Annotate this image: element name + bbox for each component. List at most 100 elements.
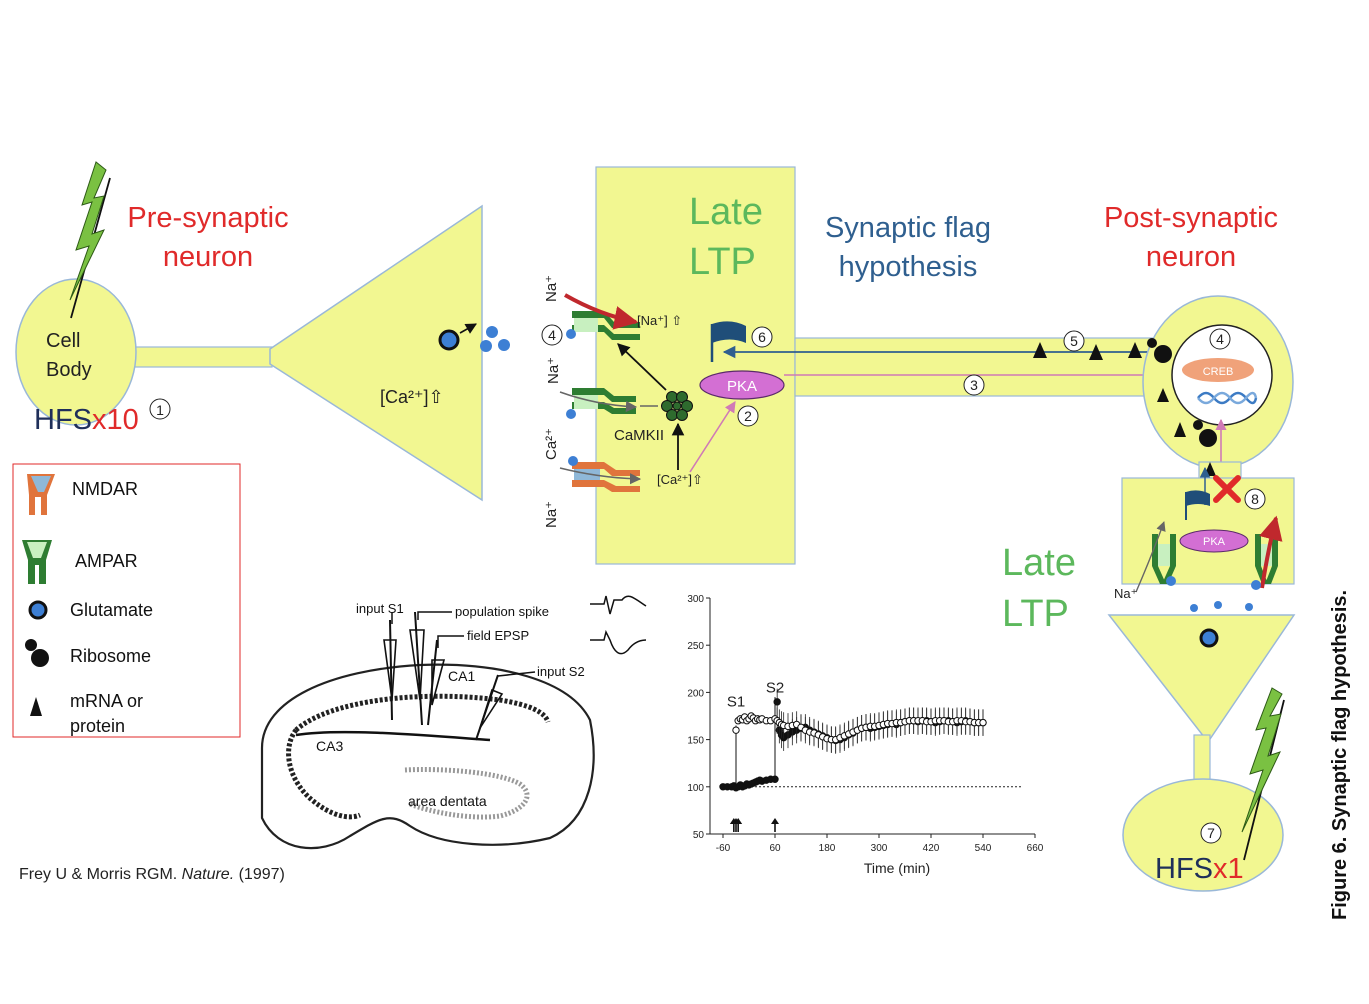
step2-number: 2 [744, 408, 752, 424]
step8-circle [1244, 488, 1266, 510]
ribosome-icon [1193, 420, 1217, 447]
presynaptic-neuron: Pre-synaptic neuron Cell Body HFSx10 1 [… [15, 161, 510, 502]
step1-number: 1 [156, 402, 164, 418]
mrna-triangle-icon [1174, 422, 1186, 437]
late-ltp-line1: Late [689, 191, 763, 233]
mrna-triangle-icon [1033, 342, 1047, 358]
legend-mrna-label: mRNA or [70, 691, 143, 711]
dentate-layer [404, 767, 530, 820]
legend-box [12, 463, 241, 738]
released-glutamate-dot [480, 340, 492, 352]
ribosome-icon [25, 639, 49, 667]
area-dentata-label: area dentata [408, 793, 487, 809]
chart-stimulus-arrowhead [734, 818, 743, 824]
chart-point-open [979, 718, 987, 727]
chart-x-axis-label: Time (min) [864, 860, 930, 876]
mrna-triangle-icon [1128, 342, 1142, 358]
cell-body-line1: Cell [46, 330, 80, 352]
na-ion-mid: Na⁺ [545, 357, 562, 384]
chart-x-tick-label: -60 [716, 843, 731, 854]
hippocampus-slice-illustration: input S1 population spike field EPSP CA1… [260, 595, 647, 850]
chart-x-tick-label: 300 [871, 843, 888, 854]
ca3-label: CA3 [316, 738, 343, 754]
glutamate-dot [566, 409, 576, 419]
legend: NMDAR AMPAR Glutamate Ribosome mRNA or p… [12, 463, 241, 738]
legend-nmdar-label: NMDAR [72, 479, 138, 499]
postsynaptic-neuron: Post-synaptic neuron 4 CREB [1002, 202, 1296, 892]
glutamate-icon [28, 600, 48, 620]
blocked-x-icon [1213, 475, 1241, 503]
step4-post-circle [1209, 328, 1231, 350]
camkii-label: CaMKII [614, 427, 664, 444]
chart-y-tick-label: 100 [687, 783, 704, 794]
chart-point-filled [771, 775, 779, 783]
step5-number: 5 [1070, 333, 1078, 349]
input-s2-label: input S2 [537, 664, 585, 679]
calcium-concentration: [Ca²⁺]⇧ [657, 472, 703, 487]
lightning-bolt-icon [69, 161, 111, 319]
chart-y-tick-label: 200 [687, 688, 704, 699]
post-title-line2: neuron [1146, 241, 1236, 273]
post-title-line1: Post-synaptic [1104, 202, 1278, 234]
chart-annotation: S2 [766, 679, 784, 696]
pre-title-line2: neuron [163, 241, 253, 273]
axon-shaft [131, 346, 273, 368]
calcium-entry-arrow [559, 467, 642, 485]
glutamate-dot [1251, 580, 1261, 590]
input-s1-label: input S1 [356, 601, 404, 616]
step1-circle [149, 398, 171, 420]
ribosome-icon [1147, 338, 1172, 363]
pka-label: PKA [727, 378, 757, 395]
step5-circle [1063, 330, 1085, 352]
chart-y-tick-label: 50 [693, 830, 705, 841]
release-arrow [459, 323, 477, 334]
step3-circle [963, 374, 985, 396]
cell-body-line2: Body [46, 359, 92, 381]
legend-ribosome-label: Ribosome [70, 646, 151, 666]
ca-ion: Ca²⁺ [543, 428, 560, 460]
hfs-x1-label: HFSx1 [1155, 853, 1244, 885]
chart-y-tick-label: 250 [687, 641, 704, 652]
glutamate-dot [1245, 603, 1253, 611]
step4-circle [541, 324, 563, 346]
dendrite-channel: Synaptic flag hypothesis 5 3 [722, 212, 1172, 397]
field-epsp-label: field EPSP [467, 628, 529, 643]
sodium-entry-arrow [559, 391, 638, 413]
camkii-icon [661, 391, 693, 421]
pre-calcium-label: [Ca²⁺]⇧ [380, 387, 444, 407]
synaptic-flag-icon [710, 321, 746, 362]
nmdar-icon [27, 474, 55, 515]
chart-x-tick-label: 420 [923, 843, 940, 854]
step6-number: 6 [758, 329, 766, 345]
late-ltp-spine-box [595, 166, 796, 565]
ampar-receptor-2 [572, 388, 636, 414]
step7-circle [1200, 822, 1222, 844]
post-late-ltp-line1: Late [1002, 542, 1076, 584]
pop-spike-leader [417, 611, 452, 620]
legend-ampar-label: AMPAR [75, 551, 138, 571]
pka-enzyme [699, 370, 785, 400]
electrode-recording [409, 611, 446, 726]
creb-protein [1182, 358, 1254, 382]
axon-terminal [269, 204, 483, 502]
glutamate-vesicle-icon [438, 329, 460, 351]
glutamate-dot [568, 456, 578, 466]
late-ltp-line2: LTP [689, 241, 756, 283]
legend-glutamate-label: Glutamate [70, 600, 153, 620]
hfs-label: HFSx10 [34, 404, 139, 436]
chart-x-tick-label: 540 [975, 843, 992, 854]
chart-x-tick-label: 60 [769, 843, 781, 854]
ampar-receptor-spine-left [1152, 534, 1176, 584]
step7-number: 7 [1207, 825, 1215, 841]
glutamate-vesicle-icon [1199, 628, 1219, 648]
chart-y-tick-label: 300 [687, 594, 704, 605]
glutamate-dot [1214, 601, 1222, 609]
population-spike-label: population spike [455, 604, 549, 619]
central-late-ltp: Late LTP Na⁺ Na⁺ Ca²⁺ Na⁺ [Na⁺] ⇧ 4 [541, 166, 796, 565]
camkii-to-ampar-arrow [617, 343, 667, 391]
s2-leader [497, 671, 536, 677]
chart-point-filled [773, 698, 781, 706]
pre-title-line1: Pre-synaptic [127, 202, 288, 234]
second-axon-terminal [1107, 614, 1296, 744]
